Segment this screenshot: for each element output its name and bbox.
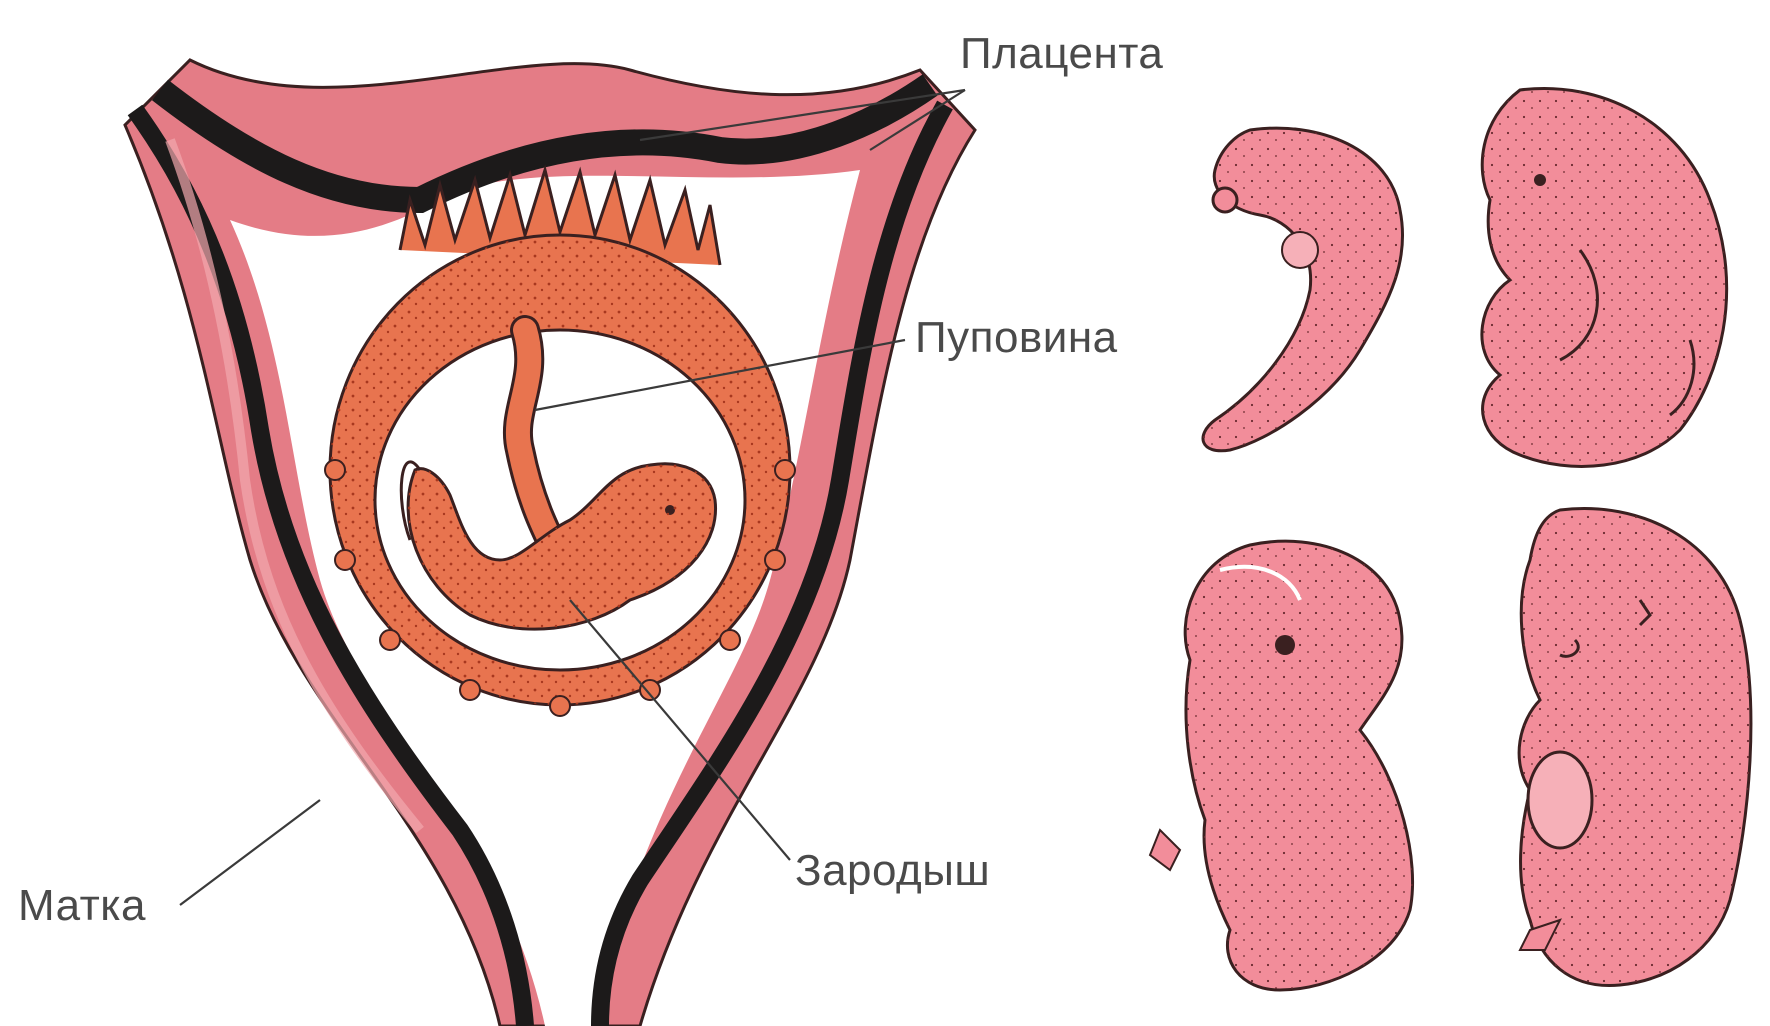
uterus-leader [180,800,320,905]
chorion-bump [720,630,740,650]
chorion-bump [335,550,355,570]
chorion-bump [460,680,480,700]
chorion-bump [550,696,570,716]
embryo-stage-3 [1150,541,1413,990]
embryo-stage-4 [1519,508,1751,985]
chorion-bump [640,680,660,700]
chorion-bump [380,630,400,650]
chorion-bump [325,460,345,480]
embryo-stage-2 [1482,88,1727,466]
chorion-bump [775,460,795,480]
embryo-stage-1 [1203,128,1403,451]
label-umbilical-cord: Пуповина [915,313,1118,362]
label-placenta: Плацента [960,29,1163,78]
development-stages [1150,88,1751,990]
label-uterus: Матка [18,881,146,930]
label-embryo: Зародыш [795,846,990,895]
chorion-bump [765,550,785,570]
